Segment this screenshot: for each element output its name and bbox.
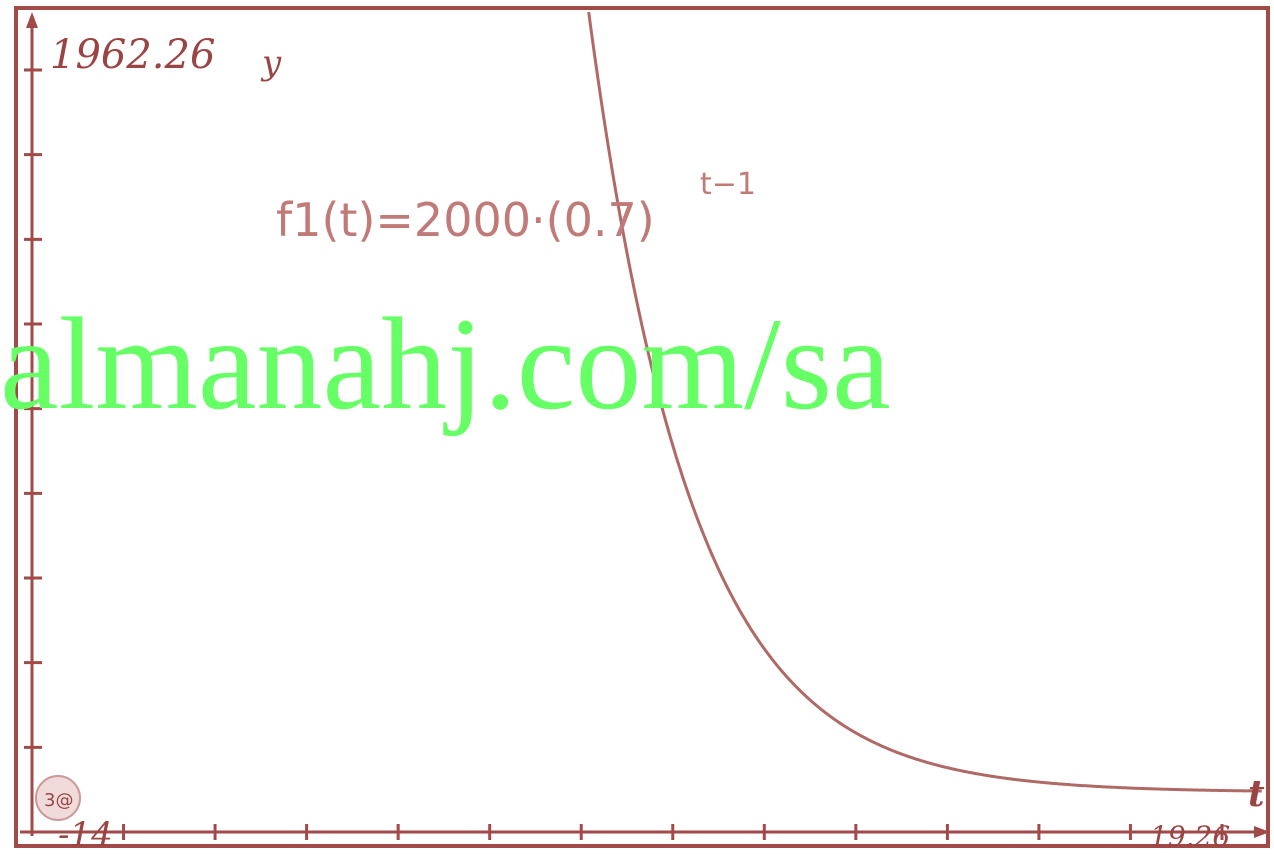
corner-badge-text: 3@	[44, 790, 73, 811]
x-ticks	[122, 824, 1224, 840]
function-label: f1(t)=2000·(0.7)	[276, 193, 655, 247]
y-axis-arrow-icon	[26, 12, 38, 28]
plot-frame	[14, 6, 1270, 848]
function-curve	[587, 11, 1262, 793]
y-max-label: 1962.26	[50, 32, 215, 78]
function-exponent: t−1	[700, 167, 756, 202]
x-min-label: -14	[58, 815, 113, 854]
x-max-label: 19.26	[1150, 820, 1230, 853]
x-axis-arrow-icon	[1254, 826, 1270, 838]
x-axis-label: t	[1248, 773, 1265, 815]
y-axis-label: y	[260, 43, 282, 83]
corner-badge-icon	[35, 775, 81, 821]
watermark: almanahj.com/sa	[0, 290, 891, 437]
y-ticks	[24, 68, 42, 749]
